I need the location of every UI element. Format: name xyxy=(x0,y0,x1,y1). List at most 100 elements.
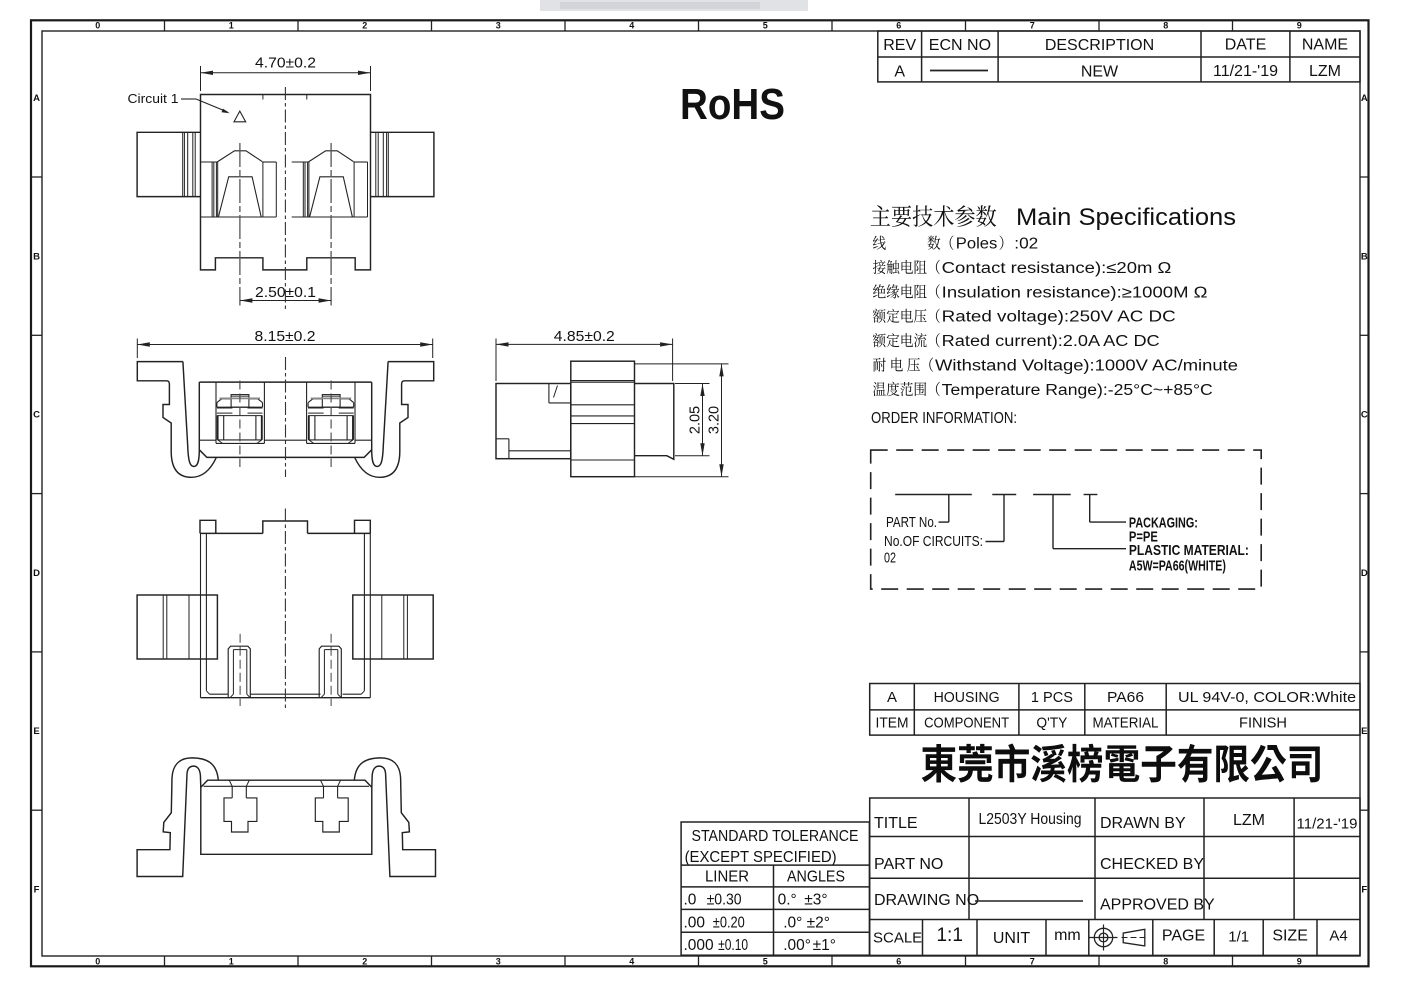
svg-text:.0°: .0° xyxy=(783,914,802,931)
svg-text:FINISH: FINISH xyxy=(1239,715,1287,732)
svg-text:8: 8 xyxy=(1163,21,1168,31)
svg-text:±0.10: ±0.10 xyxy=(718,937,748,954)
svg-text:7: 7 xyxy=(1030,957,1035,967)
svg-text:B: B xyxy=(33,251,40,262)
svg-text:±0.20: ±0.20 xyxy=(713,914,745,931)
svg-text:HOUSING: HOUSING xyxy=(934,689,1000,706)
svg-text:A5W=PA66(WHITE): A5W=PA66(WHITE) xyxy=(1129,558,1226,575)
svg-text:±3°: ±3° xyxy=(804,892,827,909)
svg-text:RoHS: RoHS xyxy=(680,80,785,129)
svg-text:5: 5 xyxy=(763,957,768,967)
svg-text:LINER: LINER xyxy=(705,869,749,886)
svg-text:A: A xyxy=(33,93,40,104)
svg-text:LZM: LZM xyxy=(1233,812,1265,829)
svg-text:3: 3 xyxy=(496,21,501,31)
svg-text:4: 4 xyxy=(629,21,634,31)
svg-text:Rated voltage):250V AC DC: Rated voltage):250V AC DC xyxy=(942,309,1176,326)
svg-text:ANGLES: ANGLES xyxy=(787,869,845,886)
svg-text:ECN NO: ECN NO xyxy=(929,37,991,54)
svg-text:C: C xyxy=(33,410,40,421)
svg-text::02: :02 xyxy=(1014,236,1038,253)
svg-text:±2°: ±2° xyxy=(807,914,830,931)
svg-text:3.20: 3.20 xyxy=(707,406,723,434)
svg-text:A4: A4 xyxy=(1329,928,1347,945)
svg-text:6: 6 xyxy=(896,957,901,967)
svg-text:E: E xyxy=(33,726,39,737)
svg-text:.0: .0 xyxy=(684,892,697,909)
svg-text:STANDARD TOLERANCE: STANDARD TOLERANCE xyxy=(692,828,859,845)
svg-text:B: B xyxy=(1361,251,1368,262)
svg-text:7: 7 xyxy=(1030,21,1035,31)
svg-text:1 PCS: 1 PCS xyxy=(1031,689,1073,706)
svg-text:mm: mm xyxy=(1054,927,1081,944)
svg-text:11/21-'19: 11/21-'19 xyxy=(1297,816,1358,833)
svg-text:A: A xyxy=(894,64,905,81)
svg-text:PAGE: PAGE xyxy=(1162,928,1205,945)
svg-text:SCALE: SCALE xyxy=(873,930,922,947)
svg-text:Rated current):2.0A AC DC: Rated current):2.0A AC DC xyxy=(942,333,1160,350)
svg-text:02: 02 xyxy=(884,550,896,567)
svg-text:A: A xyxy=(887,689,897,706)
svg-text:0: 0 xyxy=(95,957,100,967)
svg-text:SIZE: SIZE xyxy=(1272,928,1308,945)
svg-text:2.50±0.1: 2.50±0.1 xyxy=(255,285,316,301)
svg-text:C: C xyxy=(1361,410,1368,421)
svg-text:ITEM: ITEM xyxy=(876,715,909,732)
svg-text:0.°: 0.° xyxy=(778,892,797,909)
svg-text:9: 9 xyxy=(1297,957,1302,967)
svg-text:P=PE: P=PE xyxy=(1129,529,1158,546)
svg-text:3: 3 xyxy=(496,957,501,967)
svg-text:Circuit 1: Circuit 1 xyxy=(128,92,179,106)
svg-text:E: E xyxy=(1361,726,1367,737)
svg-text:.00°: .00° xyxy=(783,937,811,954)
svg-text:D: D xyxy=(33,568,40,579)
svg-text:F: F xyxy=(34,885,40,896)
svg-text:CHECKED BY: CHECKED BY xyxy=(1100,856,1204,873)
svg-text:±1°: ±1° xyxy=(813,937,836,954)
svg-text:DESCRIPTION: DESCRIPTION xyxy=(1045,37,1154,54)
svg-text:1:1: 1:1 xyxy=(936,925,962,946)
svg-text:2: 2 xyxy=(362,21,367,31)
svg-text:PART NO: PART NO xyxy=(874,856,943,873)
svg-text:9: 9 xyxy=(1297,21,1302,31)
svg-text:TITLE: TITLE xyxy=(874,815,918,832)
svg-text:PA66: PA66 xyxy=(1107,689,1144,706)
svg-text:DRAWING NO: DRAWING NO xyxy=(874,892,979,909)
svg-text:DRAWN BY: DRAWN BY xyxy=(1100,815,1186,832)
svg-text:.000: .000 xyxy=(684,937,715,954)
svg-text:Poles: Poles xyxy=(956,236,998,253)
svg-text:4.85±0.2: 4.85±0.2 xyxy=(554,329,615,345)
svg-text:MATERIAL: MATERIAL xyxy=(1093,715,1159,732)
svg-text:No.OF CIRCUITS:: No.OF CIRCUITS: xyxy=(884,533,983,550)
svg-text:A: A xyxy=(1361,93,1368,104)
svg-text:6: 6 xyxy=(896,21,901,31)
svg-text:4.70±0.2: 4.70±0.2 xyxy=(255,56,316,72)
svg-text:UL 94V-0, COLOR:White: UL 94V-0, COLOR:White xyxy=(1178,689,1356,706)
svg-text:1: 1 xyxy=(229,21,234,31)
svg-text:1: 1 xyxy=(229,957,234,967)
svg-text:UNIT: UNIT xyxy=(993,930,1031,947)
svg-text:.00: .00 xyxy=(684,914,706,931)
svg-text:1/1: 1/1 xyxy=(1228,929,1249,946)
svg-text:L2503Y Housing: L2503Y Housing xyxy=(979,811,1082,828)
svg-text:2: 2 xyxy=(362,957,367,967)
svg-text:Main Specifications: Main Specifications xyxy=(1016,204,1236,231)
svg-text:8: 8 xyxy=(1163,957,1168,967)
svg-text:NAME: NAME xyxy=(1302,37,1348,54)
svg-text:COMPONENT: COMPONENT xyxy=(924,715,1009,732)
svg-text:ORDER INFORMATION:: ORDER INFORMATION: xyxy=(871,410,1017,427)
svg-text:PLASTIC MATERIAL:: PLASTIC MATERIAL: xyxy=(1129,542,1249,559)
svg-text:2.05: 2.05 xyxy=(688,406,704,434)
svg-text:0: 0 xyxy=(95,21,100,31)
svg-text:Q'TY: Q'TY xyxy=(1036,715,1067,732)
svg-text:Temperature Range):-25°C~+85°C: Temperature Range):-25°C~+85°C xyxy=(942,382,1213,399)
svg-text:REV: REV xyxy=(883,37,916,54)
svg-text:8.15±0.2: 8.15±0.2 xyxy=(255,329,316,345)
svg-text:DATE: DATE xyxy=(1225,37,1266,54)
svg-text:PACKAGING:: PACKAGING: xyxy=(1129,515,1198,532)
svg-text:APPROVED BY: APPROVED BY xyxy=(1100,897,1215,914)
svg-text:4: 4 xyxy=(629,957,634,967)
svg-text:Contact resistance):≤20m Ω: Contact resistance):≤20m Ω xyxy=(942,260,1172,277)
svg-text:11/21-'19: 11/21-'19 xyxy=(1213,63,1278,80)
svg-text:PART No.: PART No. xyxy=(886,514,937,531)
